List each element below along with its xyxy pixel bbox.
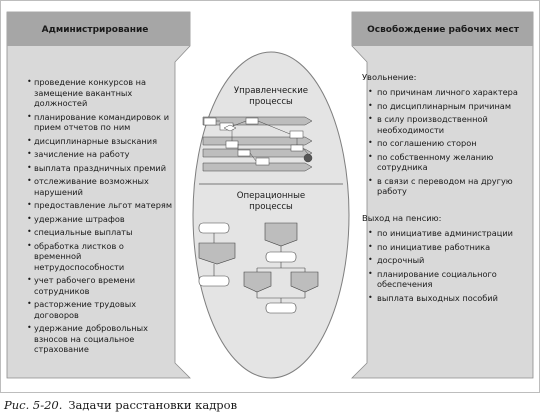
admin-task-item: проведение конкурсов на замещение вакант…: [27, 77, 173, 109]
admin-task-item: отслеживание возможных нарушений: [27, 176, 173, 197]
dismissal-item: в силу производственной необходимости: [368, 114, 518, 135]
management-process-diagram: [202, 116, 313, 172]
dismissal-item: в связи с переводом на другую работу: [368, 176, 518, 197]
dismissal-list: по причинам личного характера по дисципли…: [368, 87, 518, 200]
retirement-item: планирование социального обеспечения: [368, 269, 518, 290]
left-task-list: проведение конкурсов на замещение вакант…: [27, 77, 173, 358]
caption-number: Рис. 5-20.: [4, 398, 63, 412]
admin-task-item: предоставление льгот матерям: [27, 200, 173, 211]
right-panel-header: [352, 12, 533, 46]
left-panel-title: Администрирование: [41, 25, 149, 35]
caption-text: Задачи расстановки кадров: [68, 398, 238, 412]
admin-task-item: удержание штрафов: [27, 214, 173, 225]
admin-task-item: расторжение трудовых договоров: [27, 299, 173, 320]
dismissal-item: по собственному желанию сотрудника: [368, 152, 518, 173]
retirement-label: Выход на пенсию:: [362, 213, 442, 223]
operational-processes-title: Операционные процессы: [236, 191, 306, 212]
right-panel-title: Освобождение рабочих мест: [367, 25, 519, 35]
admin-task-item: выплата праздничных премий: [27, 163, 173, 174]
retirement-list: по инициативе администрации по инициативе…: [368, 228, 518, 306]
dismissal-label: Увольнение:: [362, 72, 417, 82]
left-panel-header: [7, 12, 190, 46]
retirement-item: досрочный: [368, 255, 518, 266]
figure-caption: Рис. 5-20. Задачи расстановки кадров: [4, 398, 237, 412]
admin-task-item: планирование командировок и прием отчето…: [27, 112, 173, 133]
admin-task-item: дисциплинарные взыскания: [27, 136, 173, 147]
operational-process-diagram: [198, 222, 319, 314]
dismissal-item: по соглашению сторон: [368, 138, 518, 149]
management-processes-title: Управленческие процессы: [233, 86, 309, 107]
retirement-item: по инициативе работника: [368, 242, 518, 253]
retirement-item: по инициативе администрации: [368, 228, 518, 239]
dismissal-item: по дисциплинарным причинам: [368, 101, 518, 112]
retirement-item: выплата выходных пособий: [368, 293, 518, 304]
admin-task-item: специальные выплаты: [27, 227, 173, 238]
admin-task-item: зачисление на работу: [27, 149, 173, 160]
admin-task-item: обработка листков о временной нетрудоспо…: [27, 241, 173, 273]
admin-task-item: учет рабочего времени сотрудников: [27, 275, 173, 296]
admin-task-item: удержание добровольных взносов на социал…: [27, 323, 173, 355]
dismissal-item: по причинам личного характера: [368, 87, 518, 98]
